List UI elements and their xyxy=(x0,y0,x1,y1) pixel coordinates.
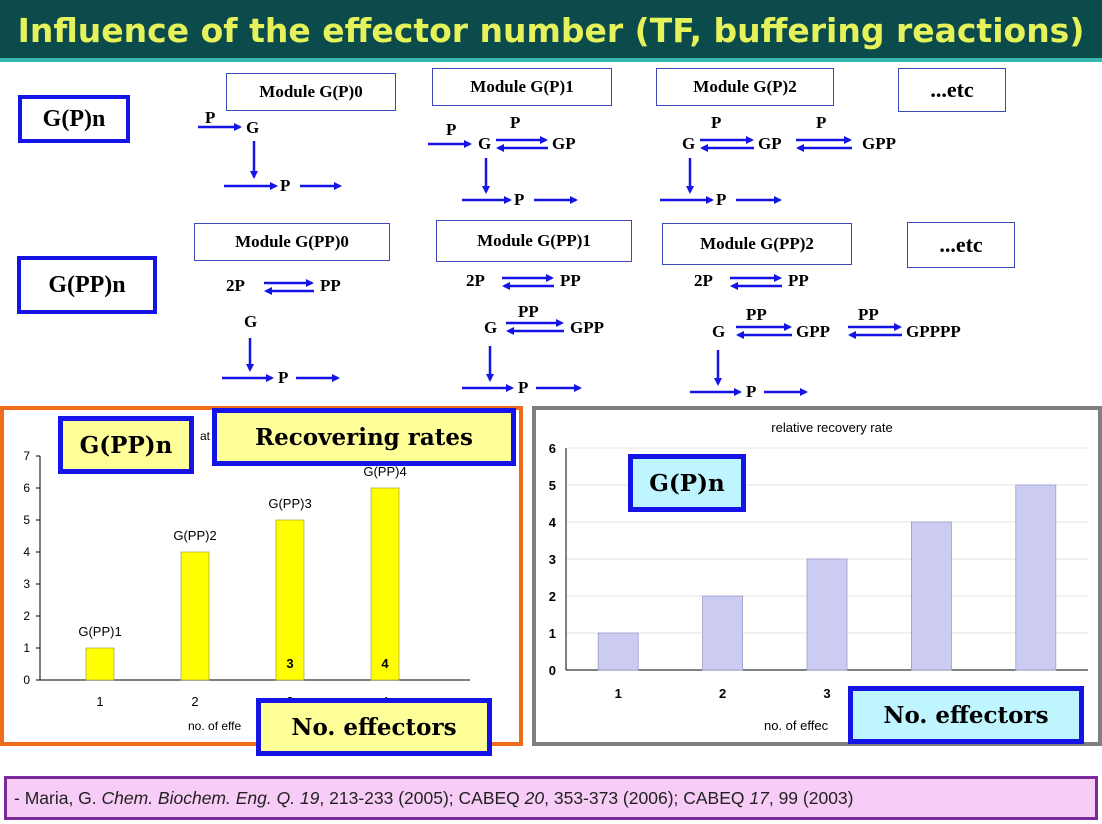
y-tick-label: 2 xyxy=(549,589,556,604)
left-chart: 01234567G(PP)11G(PP)22G(PP)333G(PP)444no… xyxy=(23,429,470,733)
species-pp: PP xyxy=(788,271,809,290)
species-p: P xyxy=(716,190,727,209)
y-tick-label: 4 xyxy=(549,515,557,530)
x-axis-label: no. of effec xyxy=(764,718,829,733)
species-2p: 2P xyxy=(466,271,485,290)
reaction-arrows xyxy=(198,123,902,396)
species-g: G xyxy=(246,118,260,137)
module-etc-2: ...etc xyxy=(907,222,1015,268)
y-tick-label: 1 xyxy=(549,626,556,641)
y-tick-label: 6 xyxy=(23,481,30,495)
species-p: P xyxy=(280,176,291,195)
bar-inner-label: 4 xyxy=(381,656,389,671)
bar xyxy=(806,558,848,671)
y-tick-label: 0 xyxy=(549,663,556,678)
x-tick-label: 3 xyxy=(823,686,830,701)
species-p: P xyxy=(514,190,525,209)
y-tick-label: 2 xyxy=(23,609,30,623)
y-axis-label-fragment: at xyxy=(200,429,211,443)
species-p: P xyxy=(816,113,827,132)
x-tick-label: 2 xyxy=(719,686,726,701)
species-p: P xyxy=(711,113,722,132)
species-g: G xyxy=(478,134,492,153)
module-gpp1: Module G(PP)1 xyxy=(436,220,632,262)
y-tick-label: 0 xyxy=(23,673,30,687)
y-tick-label: 5 xyxy=(549,478,556,493)
species-gpp: GPP xyxy=(570,318,604,337)
species-2p: 2P xyxy=(694,271,713,290)
species-gpppp: GPPPP xyxy=(906,322,961,341)
bar xyxy=(275,519,305,681)
module-gpp0: Module G(PP)0 xyxy=(194,223,390,261)
species-g: G xyxy=(484,318,498,337)
bar xyxy=(85,647,115,681)
species-pp: PP xyxy=(746,305,767,324)
bar xyxy=(702,595,744,671)
y-tick-label: 4 xyxy=(23,545,30,559)
y-tick-label: 5 xyxy=(23,513,30,527)
y-tick-label: 7 xyxy=(23,449,30,463)
callout-recovering-rates: Recovering rates xyxy=(212,408,516,466)
bar-inner-label: 3 xyxy=(286,656,293,671)
title-bar xyxy=(0,0,1102,62)
module-gpp2: Module G(PP)2 xyxy=(662,223,852,265)
x-tick-label: 1 xyxy=(96,694,103,709)
reference-text: - Maria, G. Chem. Biochem. Eng. Q. 19, 2… xyxy=(14,788,854,808)
y-tick-label: 1 xyxy=(23,641,30,655)
bar-label: G(PP)1 xyxy=(78,624,121,639)
callout-gpn: G(P)n xyxy=(628,454,746,512)
species-p: P xyxy=(746,382,757,401)
species-p: P xyxy=(510,113,521,132)
species-g: G xyxy=(244,312,258,331)
bar xyxy=(370,487,400,681)
bar xyxy=(910,521,952,671)
x-tick-label: 1 xyxy=(615,686,622,701)
species-p: P xyxy=(278,368,289,387)
y-tick-label: 3 xyxy=(549,552,556,567)
species-pp: PP xyxy=(518,302,539,321)
species-gp: GP xyxy=(758,134,782,153)
species-pp: PP xyxy=(858,305,879,324)
species-pp: PP xyxy=(560,271,581,290)
species-pp: PP xyxy=(320,276,341,295)
chart-title: relative recovery rate xyxy=(771,420,892,435)
callout-no-effectors-right: No. effectors xyxy=(848,686,1084,744)
row-label-gppn: G(PP)n xyxy=(17,256,157,314)
bar xyxy=(1015,484,1057,671)
y-tick-label: 3 xyxy=(23,577,30,591)
species-g: G xyxy=(712,322,726,341)
module-gp1: Module G(P)1 xyxy=(432,68,612,106)
module-etc-1: ...etc xyxy=(898,68,1006,112)
x-axis-label: no. of effe xyxy=(188,719,241,733)
species-gpp: GPP xyxy=(796,322,830,341)
bar-label: G(PP)3 xyxy=(268,496,311,511)
bar xyxy=(597,632,639,671)
species-2p: 2P xyxy=(226,276,245,295)
species-p: P xyxy=(205,108,216,127)
species-gpp: GPP xyxy=(862,134,896,153)
reference-box xyxy=(4,776,1098,820)
module-gp0: Module G(P)0 xyxy=(226,73,396,111)
species-g: G xyxy=(682,134,696,153)
row-label-gpn: G(P)n xyxy=(18,95,130,143)
species-p: P xyxy=(518,378,529,397)
bar-label: G(PP)4 xyxy=(363,464,406,479)
bar-label: G(PP)2 xyxy=(173,528,216,543)
callout-gppn: G(PP)n xyxy=(58,416,194,474)
bar xyxy=(180,551,210,681)
species-p: P xyxy=(446,120,457,139)
x-tick-label: 2 xyxy=(191,694,198,709)
species-gp: GP xyxy=(552,134,576,153)
callout-no-effectors-left: No. effectors xyxy=(256,698,492,756)
page-title: Influence of the effector number (TF, bu… xyxy=(17,11,1085,50)
module-gp2: Module G(P)2 xyxy=(656,68,834,106)
y-tick-label: 6 xyxy=(549,441,556,456)
